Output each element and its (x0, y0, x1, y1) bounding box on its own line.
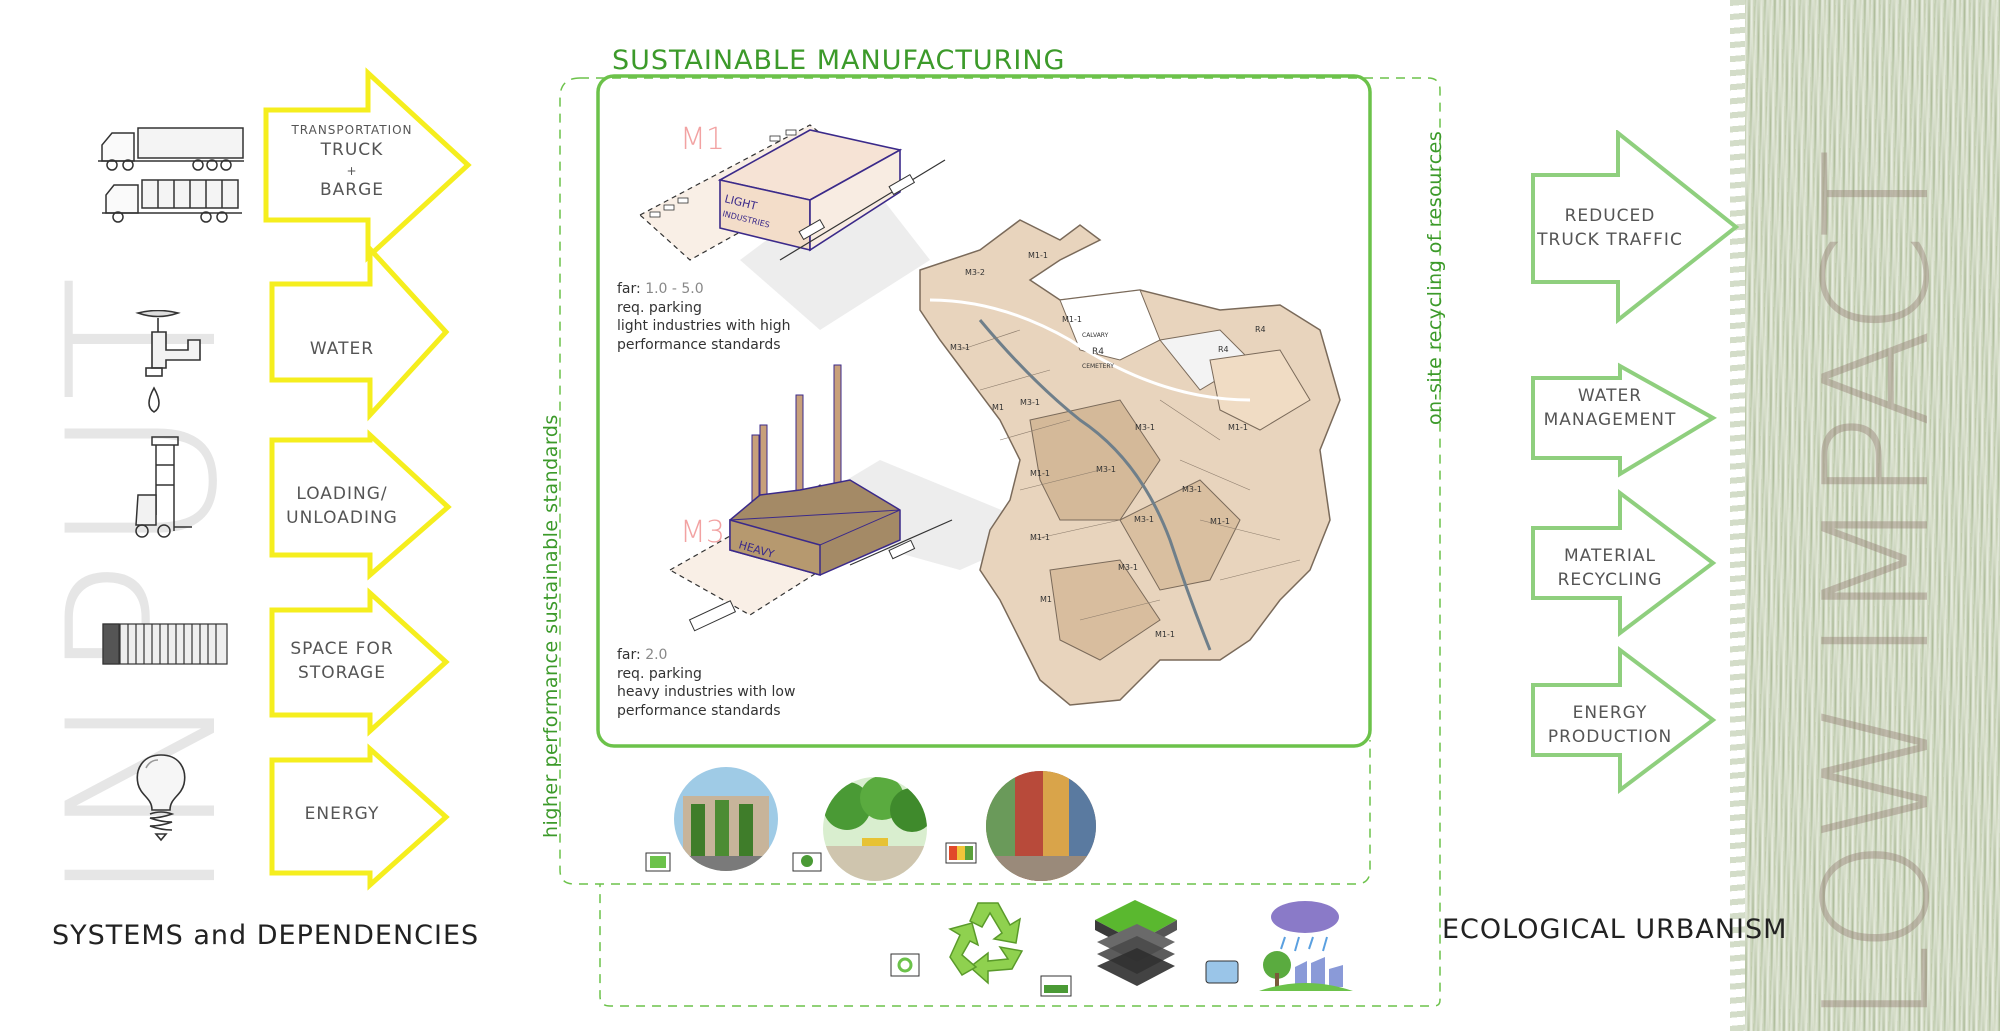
m3-note-line4: performance standards (617, 702, 781, 719)
map-label-11: M3-1 (1134, 515, 1154, 524)
m1-far-value: 1.0 - 5.0 (645, 281, 704, 297)
zoning-map: LIGHT INDUSTRIES HEAVY (638, 124, 1341, 706)
map-label-17: R4 (1218, 345, 1229, 354)
arrow-material-line2: RECYCLING (1557, 569, 1663, 590)
arrow-watermgmt-line2: MANAGEMENT (1543, 409, 1677, 430)
arrow-transportation-line2: + (346, 163, 358, 178)
container-icon (102, 623, 228, 665)
arrow-reduced-traffic: REDUCED TRUCK TRAFFIC (1530, 205, 1690, 253)
arrow-loading-line2: UNLOADING (286, 507, 398, 528)
arrow-transportation: TRANSPORTATION TRUCK + BARGE (282, 122, 422, 203)
arrow-material-line1: MATERIAL (1563, 546, 1657, 566)
map-label-4: M3-1 (1020, 398, 1040, 407)
low-impact-vertical-word: LOW IMPACT (1793, 153, 1962, 1025)
map-place-calvary: CALVARY (1082, 332, 1109, 339)
arrow-reduced-line2: TRUCK TRAFFIC (1537, 229, 1683, 250)
green-wall-photo (674, 767, 778, 871)
map-label-0: M3-2 (965, 268, 985, 277)
systems-caption: SYSTEMS and DEPENDENCIES (52, 920, 480, 951)
m3-far-value: 2.0 (645, 647, 668, 663)
map-label-1: M1-1 (1028, 251, 1048, 260)
map-label-14: M1-1 (1030, 533, 1050, 542)
map-label-13: M3-1 (1118, 563, 1138, 572)
arrow-transportation-small: TRANSPORTATION (291, 123, 413, 137)
park-photo (823, 777, 927, 881)
m3-site: HEAVY (668, 364, 953, 632)
map-place-cemetery: CEMETERY (1082, 363, 1114, 370)
right-vertical-text: on-site recycling of resources (1424, 130, 1446, 425)
arrow-water-management: WATER MANAGEMENT (1530, 385, 1690, 433)
green-roof-layers-icon (1095, 900, 1177, 986)
map-label-18: R4 (1255, 325, 1266, 334)
grass-background (1745, 0, 2000, 1031)
arrow-transportation-line3: BARGE (319, 180, 385, 201)
map-place-code: R4 (1092, 347, 1104, 357)
arrow-storage-line1: SPACE FOR (290, 639, 394, 659)
green-roof-small-icon (1040, 975, 1072, 997)
forklift-icon (135, 436, 192, 538)
map-label-15: M1 (1040, 595, 1052, 604)
map-label-6: M3-1 (1135, 423, 1155, 432)
map-label-10: M1-1 (1228, 423, 1248, 432)
m1-note: far: 1.0 - 5.0 req. parking light indust… (617, 280, 790, 354)
m3-far-label: far: (617, 647, 641, 663)
outcome-arrows (1531, 130, 1740, 795)
m1-site: LIGHT INDUSTRIES (638, 124, 946, 261)
m3-label: M3 (680, 515, 725, 550)
arrow-loading: LOADING/ UNLOADING (272, 483, 412, 531)
recycle-icon (948, 902, 1024, 985)
arrow-energy: ENERGY (304, 804, 380, 824)
input-arrows (263, 67, 472, 891)
district-map: M3-2 M1-1 M3-1 M1-1 M3-1 M1 M3-1 M3-1 M1… (919, 219, 1341, 706)
map-label-16: M1-1 (1155, 630, 1175, 639)
map-label-7: M3-1 (1096, 465, 1116, 474)
arrow-loading-line1: LOADING/ (296, 484, 388, 504)
ecological-caption: ECOLOGICAL URBANISM (1442, 914, 1788, 945)
map-label-2: M3-1 (950, 343, 970, 352)
m1-note-line4: performance standards (617, 336, 781, 353)
map-label-3: M1-1 (1062, 315, 1082, 324)
street-photo (986, 771, 1096, 881)
sustainable-title: SUSTAINABLE MANUFACTURING (612, 45, 1066, 76)
color-bar-small-icon (945, 842, 977, 864)
m1-note-line3: light industries with high (617, 318, 791, 334)
map-label-9: M3-1 (1182, 485, 1202, 494)
green-wall-small-icon (645, 852, 671, 872)
m3-note-line2: req. parking (617, 665, 702, 682)
map-label-12: M1-1 (1210, 517, 1230, 526)
m3-note-line3: heavy industries with low (617, 684, 796, 700)
water-small-icon (1205, 960, 1239, 984)
map-label-8: M1-1 (1030, 469, 1050, 478)
map-label-5: M1 (992, 403, 1004, 412)
arrow-water: WATER (309, 339, 375, 359)
rain-city-icon (1259, 901, 1353, 991)
tree-small-icon (792, 852, 822, 872)
m3-note: far: 2.0 req. parking heavy industries w… (617, 646, 795, 720)
arrow-energyprod-line1: ENERGY (1572, 703, 1648, 723)
m1-far-label: far: (617, 281, 641, 297)
arrow-reduced-line1: REDUCED (1564, 206, 1656, 226)
arrow-storage-line2: STORAGE (298, 662, 386, 683)
arrow-storage: SPACE FOR STORAGE (272, 638, 412, 686)
arrow-energy-production: ENERGY PRODUCTION (1530, 702, 1690, 750)
lightbulb-icon (136, 754, 186, 842)
truck-icon (98, 127, 244, 223)
arrow-material-recycling: MATERIAL RECYCLING (1530, 545, 1690, 593)
arrow-watermgmt-line1: WATER (1577, 386, 1643, 406)
m1-label: M1 (680, 122, 725, 157)
faucet-icon (135, 310, 201, 413)
arrow-transportation-line1: TRUCK (320, 139, 384, 160)
recycle-small-icon (890, 953, 920, 977)
m1-note-line2: req. parking (617, 299, 702, 316)
arrow-energyprod-line2: PRODUCTION (1547, 726, 1673, 747)
left-vertical-text: higher performance sustainable standards (540, 414, 562, 838)
